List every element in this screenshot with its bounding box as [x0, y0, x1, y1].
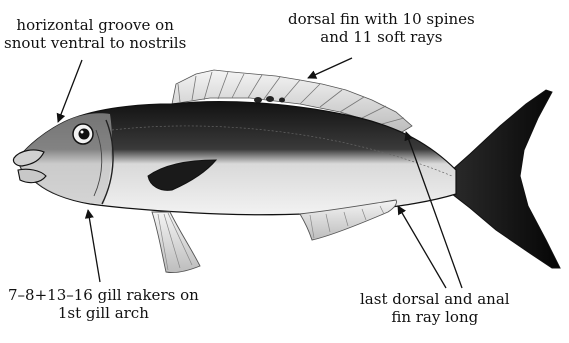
snout-groove-label-line1: horizontal groove on	[4, 16, 186, 34]
arrow-snout-groove	[58, 60, 82, 122]
last-rays-label-line2: fin ray long	[360, 308, 510, 326]
snout-groove-label: horizontal groove on snout ventral to no…	[4, 16, 186, 52]
arrow-gill-rakers	[88, 210, 100, 282]
gill-rakers-label-line2: 1st gill arch	[8, 304, 199, 322]
dorsal-fin-label-line1: dorsal fin with 10 spines	[288, 10, 475, 28]
snout-groove-label-line2: snout ventral to nostrils	[4, 34, 186, 52]
gill-rakers-label-line1: 7–8+13–16 gill rakers on	[8, 286, 199, 304]
dorsal-fin-label: dorsal fin with 10 spines and 11 soft ra…	[288, 10, 475, 46]
arrow-last-anal-ray	[398, 206, 446, 288]
last-rays-label-line1: last dorsal and anal	[360, 290, 510, 308]
pelvic-fin	[152, 212, 200, 273]
gill-rakers-label: 7–8+13–16 gill rakers on 1st gill arch	[8, 286, 199, 322]
caudal-fin	[452, 90, 560, 268]
arrow-dorsal-fin	[308, 58, 352, 78]
dorsal-fin-label-line2: and 11 soft rays	[288, 28, 475, 46]
eye	[73, 124, 93, 144]
last-rays-label: last dorsal and anal fin ray long	[360, 290, 510, 326]
